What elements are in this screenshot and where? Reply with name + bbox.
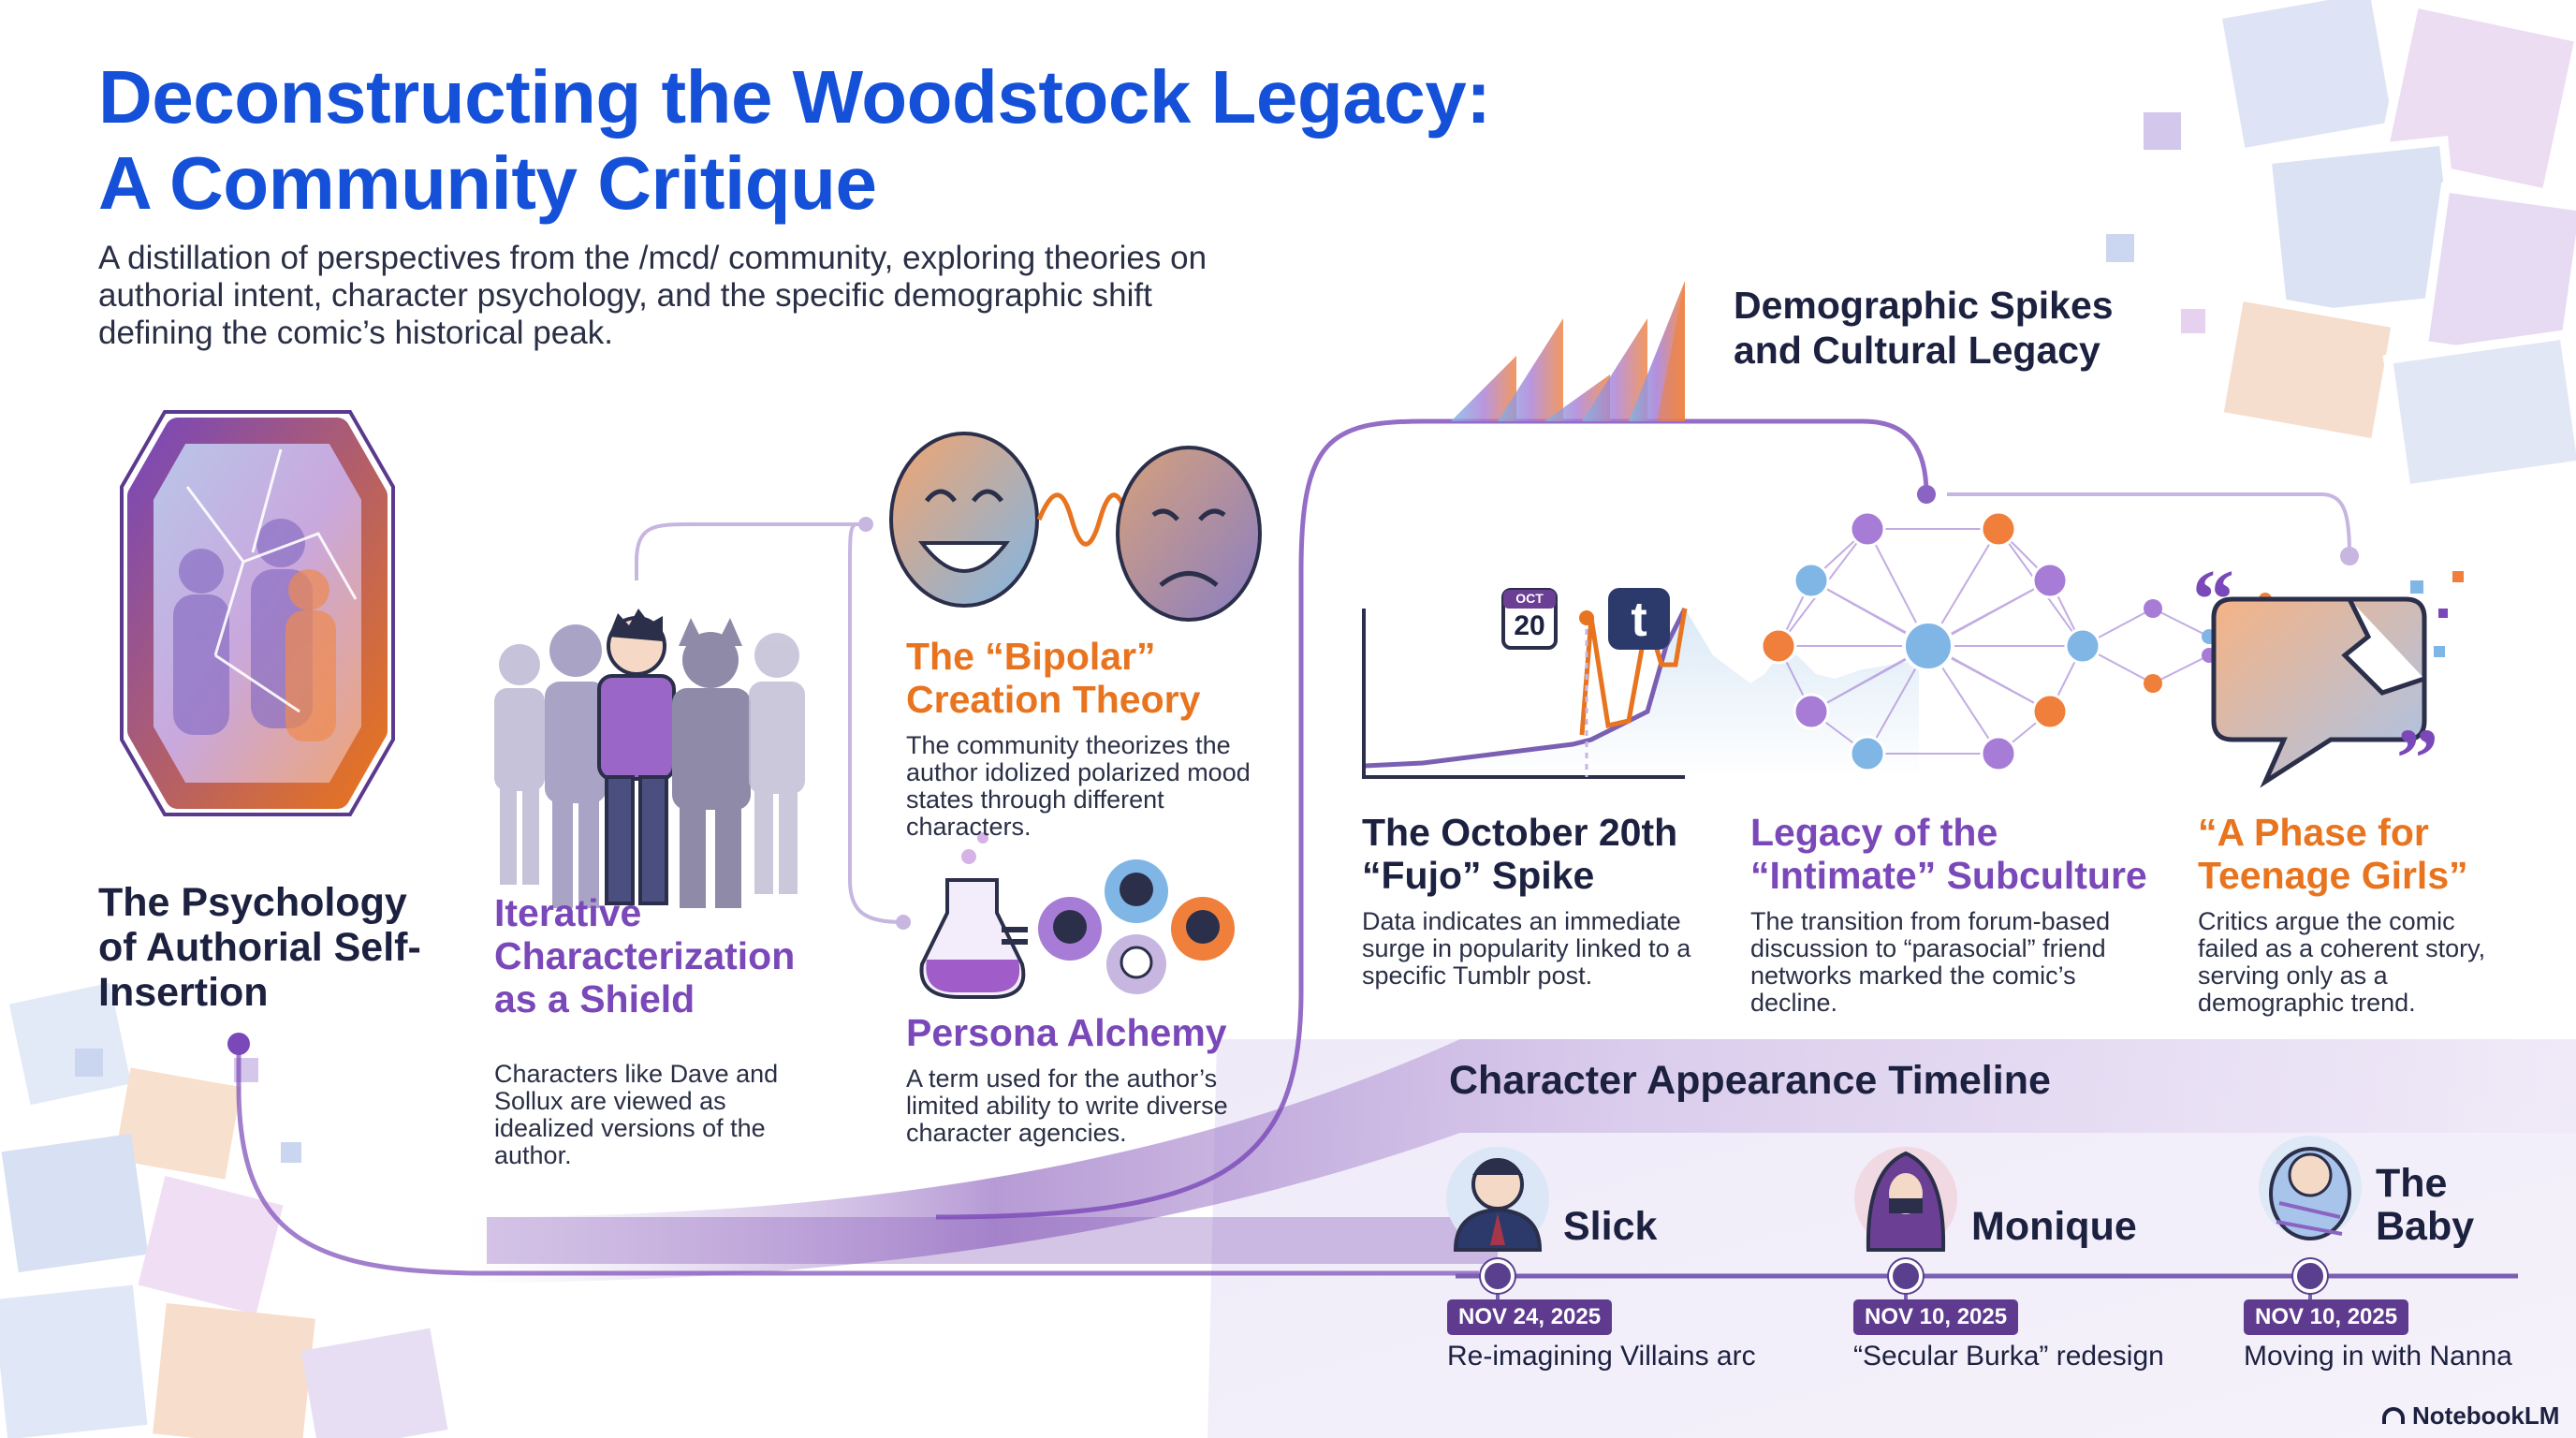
calendar-icon: OCT 20 xyxy=(1503,590,1556,648)
phase-title: “A Phase for Teenage Girls” xyxy=(2198,811,2468,897)
page-title-line-2: A Community Critique xyxy=(98,141,877,225)
spike-title: The October 20th “Fujo” Spike xyxy=(1362,811,1678,897)
character-lineup-icon xyxy=(487,609,805,917)
page-subtitle: A distillation of perspectives from the … xyxy=(98,240,1208,351)
legacy-body: The transition from forum-based discussi… xyxy=(1750,907,2111,1017)
notebooklm-brand: NotebookLM xyxy=(2382,1401,2559,1431)
legacy-title: Legacy of the “Intimate” Subculture xyxy=(1750,811,2147,897)
tumblr-icon: t xyxy=(1608,588,1670,650)
svg-text:”: ” xyxy=(2396,712,2438,805)
timeline-dot xyxy=(2293,1259,2327,1293)
bipolar-title: The “Bipolar” Creation Theory xyxy=(906,635,1201,721)
spike-body: Data indicates an immediate surge in pop… xyxy=(1362,907,1691,990)
swaddled-baby-icon xyxy=(2259,1136,2362,1239)
timeline-label: Re-imagining Villains arc xyxy=(1447,1341,1756,1372)
persona-faces-icon xyxy=(1034,857,1240,1002)
tumblr-letter: t xyxy=(1631,593,1647,647)
timeline-label: Moving in with Nanna xyxy=(2244,1341,2512,1372)
iterative-title: Iterative Characterization as a Shield xyxy=(494,891,796,1020)
timeline-name-line-2: Baby xyxy=(2376,1204,2475,1249)
alchemy-body: A term used for the author’s limited abi… xyxy=(906,1064,1228,1147)
veiled-woman-icon xyxy=(1854,1147,1957,1250)
timeline-dot xyxy=(1481,1259,1515,1293)
notebooklm-logo-icon xyxy=(2382,1407,2405,1424)
phase-body: Critics argue the comic failed as a cohe… xyxy=(2198,907,2486,1017)
mirror-icon xyxy=(122,412,393,814)
bipolar-body: The community theorizes the author idoli… xyxy=(906,731,1251,841)
speech-bubble-icon xyxy=(2190,562,2471,805)
suited-man-icon xyxy=(1446,1147,1549,1250)
calendar-day: 20 xyxy=(1514,610,1545,641)
timeline-date-badge: NOV 10, 2025 xyxy=(2244,1299,2409,1335)
timeline-date-badge: NOV 10, 2025 xyxy=(1853,1299,2019,1335)
page-title: Deconstructing the Woodstock Legacy: A C… xyxy=(98,54,1877,227)
alchemy-title: Persona Alchemy xyxy=(906,1011,1227,1054)
timeline-name: Slick xyxy=(1563,1204,1658,1249)
demographic-title: Demographic Spikes and Cultural Legacy xyxy=(1734,284,2114,372)
timeline-title: Character Appearance Timeline xyxy=(1449,1058,2051,1103)
timeline-date-badge: NOV 24, 2025 xyxy=(1447,1299,1613,1335)
svg-text:“: “ xyxy=(2192,553,2234,646)
comedy-tragedy-masks-icon xyxy=(889,431,1264,618)
rising-bars-icon xyxy=(1451,281,1685,421)
brand-name: NotebookLM xyxy=(2412,1401,2560,1430)
timeline-label: “Secular Burka” redesign xyxy=(1853,1341,2164,1372)
timeline-name: Monique xyxy=(1971,1204,2137,1249)
iterative-body: Characters like Dave and Sollux are view… xyxy=(494,1060,779,1169)
calendar-month: OCT xyxy=(1515,591,1544,606)
timeline-name-line-1: The xyxy=(2376,1161,2448,1206)
flask-icon xyxy=(917,843,1030,1002)
timeline-dot xyxy=(1889,1259,1923,1293)
page-title-line-1: Deconstructing the Woodstock Legacy: xyxy=(98,55,1491,139)
psychology-title: The Psychology of Authorial Self-Inserti… xyxy=(98,880,421,1015)
